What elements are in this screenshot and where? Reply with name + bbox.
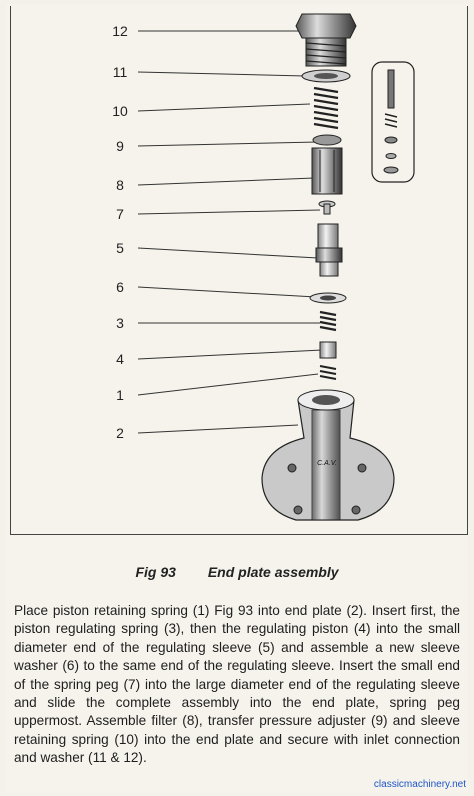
spring-peg (318, 200, 336, 215)
filter (311, 147, 343, 195)
filter-inset (371, 61, 415, 183)
sleeve-retaining-spring (313, 86, 339, 130)
callout-6: 6 (116, 279, 124, 295)
callout-4: 4 (116, 351, 124, 367)
callout-1: 1 (116, 387, 124, 403)
callout-7: 7 (116, 206, 124, 222)
inlet-connection (295, 13, 357, 67)
callout-5: 5 (116, 240, 124, 256)
leader-lines (137, 30, 323, 434)
piston-retaining-spring (319, 365, 337, 380)
figure-frame (10, 6, 468, 535)
sleeve-washer (309, 292, 347, 304)
figure-title: End plate assembly (207, 564, 339, 580)
callout-11: 11 (112, 64, 128, 80)
casting-marking: C.A.V. (317, 460, 337, 467)
end-plate (261, 389, 395, 521)
callout-8: 8 (116, 177, 124, 193)
regulating-piston (319, 341, 337, 359)
page (6, 4, 468, 792)
watermark: classicmachinery.net (373, 779, 466, 790)
transfer-pressure-adjuster (312, 134, 342, 146)
callout-2: 2 (116, 425, 124, 441)
piston-regulating-spring (319, 310, 337, 332)
figure-number: Fig 93 (135, 564, 176, 580)
washer-11 (301, 69, 351, 83)
instruction-paragraph: Place piston retaining spring (1) Fig 93… (14, 603, 460, 766)
callout-9: 9 (116, 138, 124, 154)
regulating-sleeve (315, 223, 343, 277)
callout-12: 12 (112, 23, 128, 39)
end-plate-assembly-diagram (137, 13, 415, 521)
figure-caption: Fig 93 End plate assembly (0, 564, 474, 580)
callout-3: 3 (116, 315, 124, 331)
callout-10: 10 (112, 103, 128, 119)
